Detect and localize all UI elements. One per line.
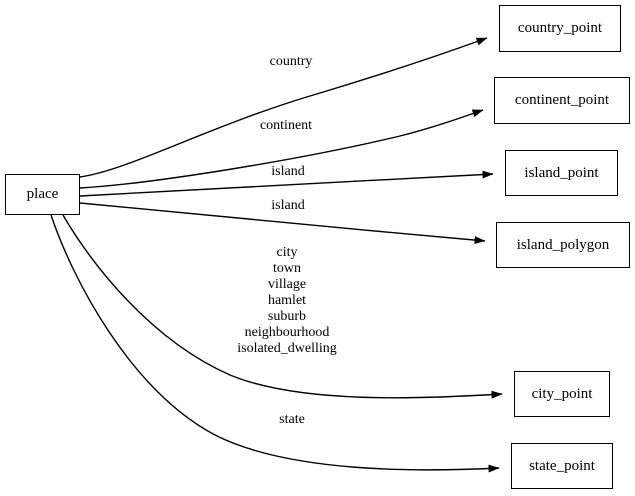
node-state_point[interactable]: state_point — [511, 443, 613, 489]
edge-label-place-to-country_point: country — [269, 54, 313, 69]
edge-place-to-country_point — [79, 37, 488, 178]
node-place[interactable]: place — [5, 174, 80, 215]
edge-place-to-state_point — [50, 214, 500, 473]
edge-label-place-to-city_point: city town village hamlet suburb neighbou… — [237, 245, 337, 356]
edge-label-place-to-island_polygon: island — [271, 198, 305, 213]
node-continent_point[interactable]: continent_point — [494, 77, 630, 124]
edge-label-place-to-continent_point: continent — [259, 118, 313, 133]
edge-place-to-island_point — [79, 170, 494, 197]
node-island_point[interactable]: island_point — [505, 150, 618, 196]
node-country_point[interactable]: country_point — [499, 5, 621, 52]
node-city_point[interactable]: city_point — [514, 371, 610, 417]
edge-place-to-city_point — [62, 214, 503, 399]
edge-label-place-to-island_point: island — [271, 164, 305, 179]
edge-place-to-island_polygon — [79, 202, 486, 245]
edge-place-to-continent_point — [79, 109, 484, 189]
edge-label-place-to-state_point: state — [279, 412, 305, 427]
node-island_polygon[interactable]: island_polygon — [496, 222, 630, 268]
